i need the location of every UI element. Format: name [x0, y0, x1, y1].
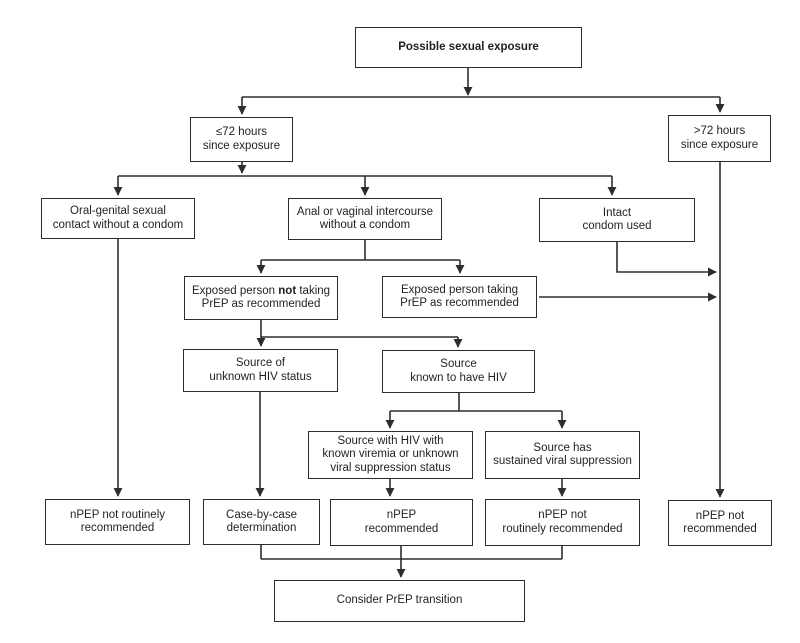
node-label-line: recommended: [364, 522, 439, 535]
node-label-line: ≤72 hours: [215, 126, 268, 138]
node-label-line: routinely recommended: [502, 522, 623, 535]
node-label-line: Intact: [602, 206, 632, 219]
node-label-line: condom used: [582, 220, 652, 232]
node-intact-condom-used: Intact condom used: [539, 198, 695, 242]
node-outcome-case-by-case: Case-by-case determination: [203, 499, 320, 545]
node-label-line: Possible sexual exposure: [398, 40, 539, 53]
node-oral-genital-contact: Oral-genital sexual contact without a co…: [41, 198, 195, 239]
node-label-line: nPEP not: [695, 509, 745, 522]
node-label-line: Exposed person taking: [401, 283, 518, 296]
node-label-line: >72 hours: [693, 125, 746, 137]
node-label-line: since exposure: [202, 139, 281, 152]
node-label-line: nPEP: [386, 509, 417, 521]
node-possible-sexual-exposure: Possible sexual exposure: [355, 27, 582, 68]
node-label-line: Consider PrEP transition: [336, 594, 463, 607]
label-text-bold: not: [278, 284, 297, 297]
node-source-unknown-hiv-status: Source of unknown HIV status: [183, 349, 338, 392]
node-outcome-npep-not-routinely-recommended-mid: nPEP not routinely recommended: [485, 499, 640, 546]
node-label-line: known to have HIV: [410, 371, 507, 384]
node-outcome-npep-not-recommended: nPEP not recommended: [668, 500, 772, 546]
node-label-line: determination: [226, 522, 297, 534]
node-label-line: recommended: [80, 522, 155, 534]
node-le72-hours: ≤72 hours since exposure: [190, 117, 293, 162]
node-label-line: Case-by-case: [226, 508, 297, 521]
edge-condom-merge: [616, 242, 717, 277]
node-label-line: Exposed person not taking: [192, 285, 330, 299]
node-anal-vaginal-intercourse: Anal or vaginal intercourse without a co…: [288, 198, 442, 240]
node-label-line: PrEP as recommended: [400, 297, 519, 309]
node-label-line: sustained viral suppression: [493, 455, 632, 467]
node-source-sustained-suppression: Source has sustained viral suppression: [485, 431, 640, 479]
node-label-line: unknown HIV status: [209, 370, 312, 383]
node-source-viremia-unknown-suppression: Source with HIV with known viremia or un…: [308, 431, 473, 479]
node-label-line: viral suppression status: [330, 461, 451, 474]
node-label-line: Source with HIV with: [337, 434, 444, 447]
node-label-line: without a condom: [319, 219, 411, 231]
node-label-line: nPEP not routinely: [69, 508, 166, 521]
node-label-line: Source: [440, 358, 477, 370]
label-text: taking: [296, 284, 331, 297]
node-label-line: nPEP not: [538, 509, 587, 521]
node-label-line: recommended: [683, 523, 757, 535]
node-label-line: since exposure: [680, 138, 759, 151]
node-outcome-npep-recommended: nPEP recommended: [330, 499, 473, 546]
node-label-line: Oral-genital sexual: [70, 205, 166, 217]
node-label-line: Anal or vaginal intercourse: [296, 205, 434, 218]
node-exposed-not-taking-prep: Exposed person not taking PrEP as recomm…: [184, 276, 338, 320]
node-label-line: known viremia or unknown: [322, 448, 459, 461]
label-text: Exposed person: [191, 284, 279, 297]
node-consider-prep-transition: Consider PrEP transition: [274, 580, 525, 622]
node-gt72-hours: >72 hours since exposure: [668, 115, 771, 162]
node-source-known-hiv: Source known to have HIV: [382, 350, 535, 393]
node-label-line: Source of: [235, 357, 286, 369]
node-label-line: contact without a condom: [52, 218, 184, 231]
node-label-line: Source has: [533, 441, 592, 454]
node-exposed-taking-prep: Exposed person taking PrEP as recommende…: [382, 276, 537, 318]
node-outcome-npep-not-routinely-recommended-left: nPEP not routinely recommended: [45, 499, 190, 545]
node-label-line: PrEP as recommended: [201, 298, 321, 310]
